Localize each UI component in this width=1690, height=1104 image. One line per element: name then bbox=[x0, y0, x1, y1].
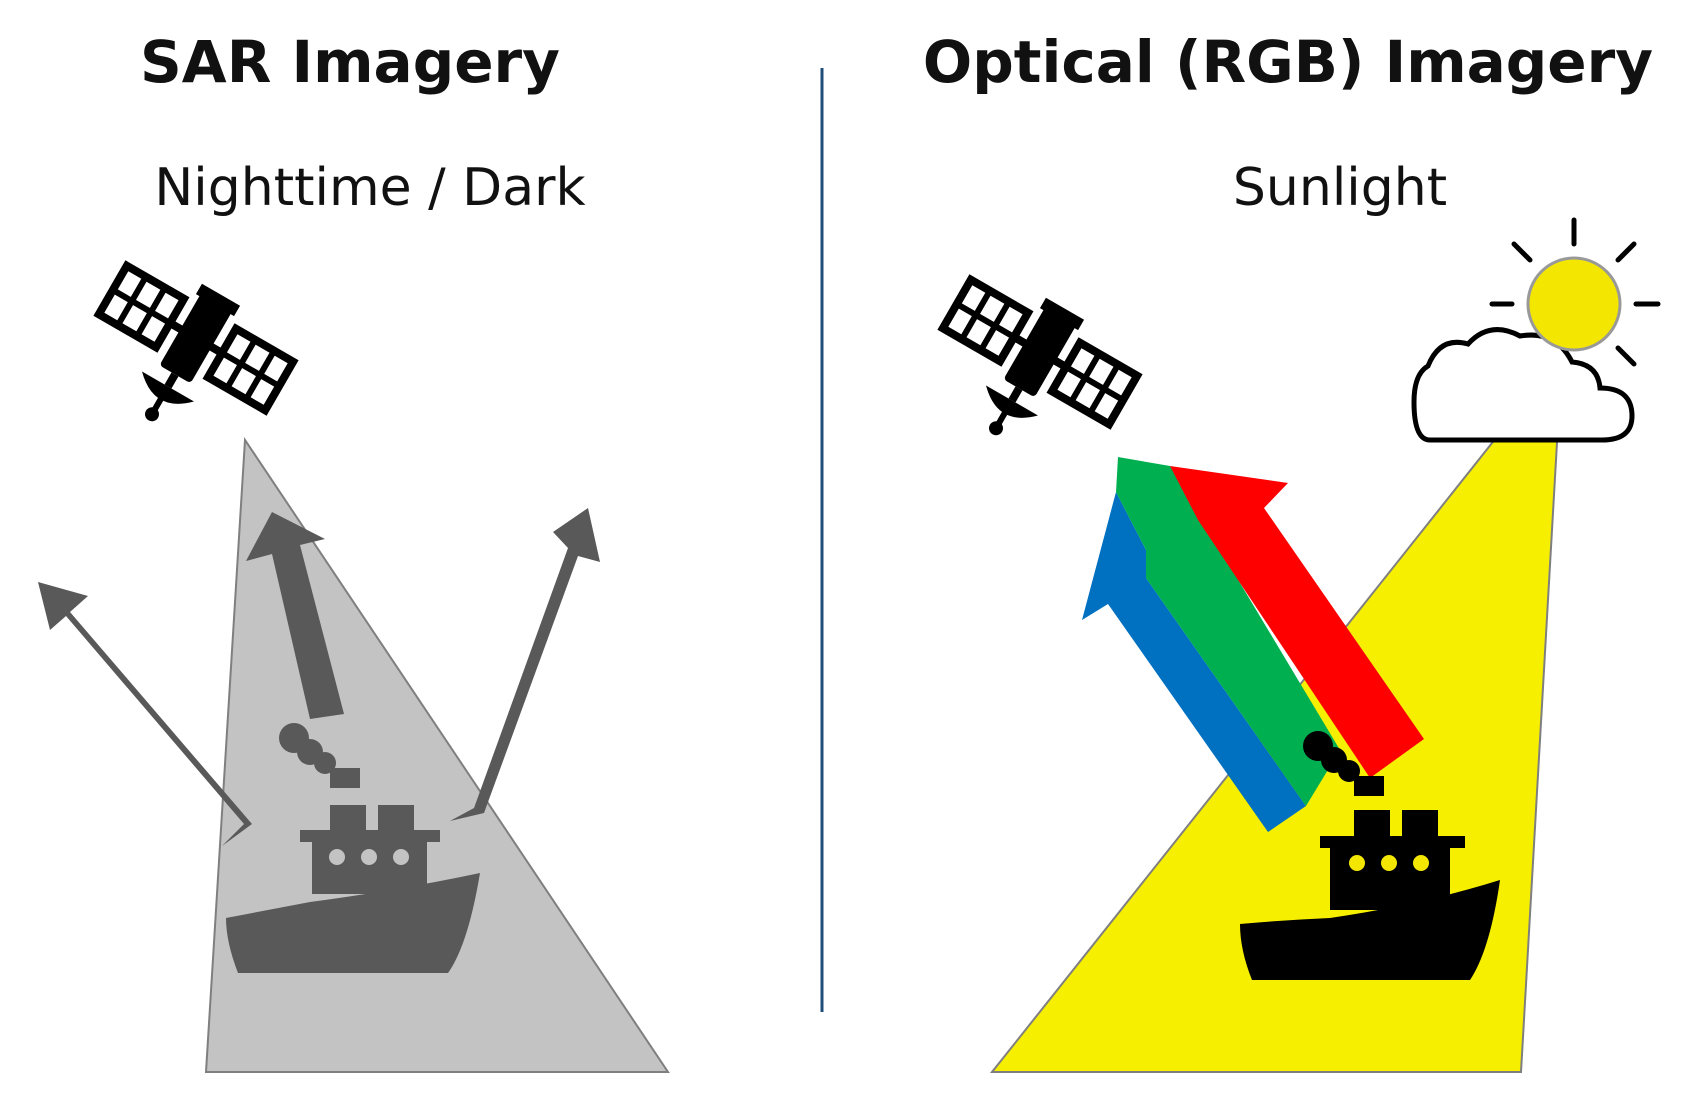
band-red bbox=[1170, 466, 1424, 778]
ship-portholes bbox=[1349, 855, 1429, 871]
scatter-arrow-up bbox=[246, 512, 344, 719]
ship-icon bbox=[1240, 731, 1500, 980]
optical-condition: Sunlight bbox=[1232, 158, 1448, 218]
optical-title: Optical (RGB) Imagery bbox=[922, 28, 1654, 96]
sar-condition: Nighttime / Dark bbox=[154, 158, 586, 218]
sun-icon bbox=[1489, 217, 1661, 367]
scatter-arrow-right bbox=[450, 508, 600, 821]
rgb-reflection-arrow bbox=[1082, 457, 1424, 832]
satellite-icon bbox=[909, 261, 1148, 483]
sar-title: SAR Imagery bbox=[140, 28, 560, 96]
scatter-arrow-left bbox=[38, 582, 252, 846]
ship-portholes bbox=[329, 849, 409, 865]
satellite-icon bbox=[65, 247, 304, 469]
ship-icon bbox=[226, 723, 480, 973]
band-blue bbox=[1082, 492, 1306, 832]
band-green bbox=[1116, 457, 1340, 806]
cloud-icon bbox=[1411, 327, 1635, 443]
